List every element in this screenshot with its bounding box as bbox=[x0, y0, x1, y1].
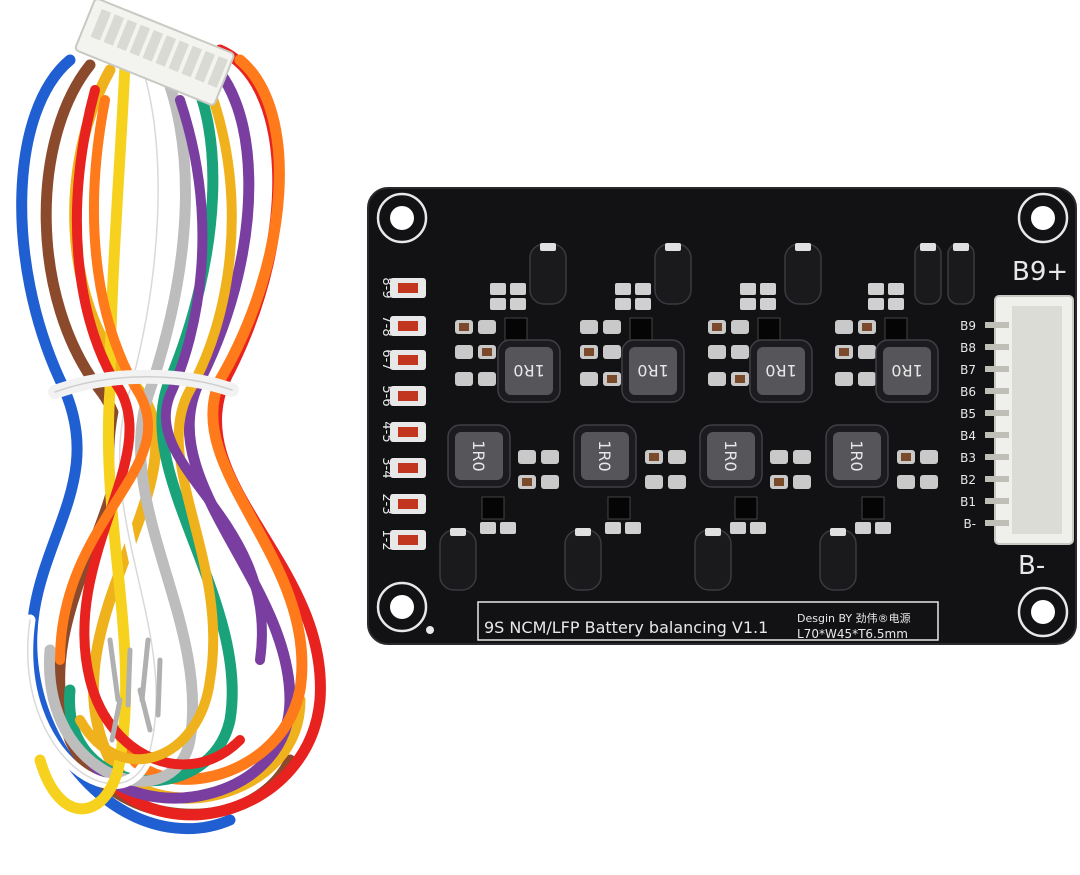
inductor-label: 1R0 bbox=[847, 440, 866, 471]
led-column bbox=[390, 278, 426, 550]
led-label: 1-2 bbox=[379, 529, 394, 550]
led-label: 2-3 bbox=[379, 493, 394, 514]
led-label: 3-4 bbox=[379, 457, 394, 478]
pin-label: B4 bbox=[960, 429, 976, 443]
inductor: 1R0 bbox=[497, 339, 561, 403]
designer-credit: Desgin BY 劲伟®电源 bbox=[797, 611, 911, 625]
mounting-hole bbox=[1017, 586, 1069, 638]
smd-capacitor-group bbox=[439, 243, 975, 591]
negative-terminal-label: B- bbox=[1018, 551, 1045, 581]
pin-label: B5 bbox=[960, 407, 976, 421]
pcb-board: 8-9 7-8 6-7 5-6 4-5 3-4 2-3 1-2 bbox=[367, 187, 1077, 645]
inductor: 1R0 bbox=[447, 424, 511, 488]
led-label: 4-5 bbox=[379, 421, 394, 442]
pin-label: B9 bbox=[960, 319, 976, 333]
inductor-label: 1R0 bbox=[637, 361, 668, 380]
inductor: 1R0 bbox=[699, 424, 763, 488]
inductor-label: 1R0 bbox=[721, 440, 740, 471]
pin-label: B2 bbox=[960, 473, 976, 487]
inductor-label: 1R0 bbox=[891, 361, 922, 380]
pin-label: B1 bbox=[960, 495, 976, 509]
pin-label: B7 bbox=[960, 363, 976, 377]
mounting-hole bbox=[376, 192, 428, 244]
inductor: 1R0 bbox=[573, 424, 637, 488]
board-title: 9S NCM/LFP Battery balancing V1.1 bbox=[484, 618, 768, 637]
inductor: 1R0 bbox=[621, 339, 685, 403]
wire-harness bbox=[16, 44, 326, 835]
led-label: 7-8 bbox=[379, 315, 394, 336]
pin-label: B8 bbox=[960, 341, 976, 355]
inductor-label: 1R0 bbox=[595, 440, 614, 471]
mounting-hole bbox=[1017, 192, 1069, 244]
mounting-hole bbox=[376, 581, 428, 633]
inductor-label: 1R0 bbox=[469, 440, 488, 471]
wire-connector-plug bbox=[74, 0, 235, 106]
inductor: 1R0 bbox=[875, 339, 939, 403]
inductor: 1R0 bbox=[825, 424, 889, 488]
balance-connector bbox=[985, 295, 1074, 545]
inductor: 1R0 bbox=[749, 339, 813, 403]
pin-label: B6 bbox=[960, 385, 976, 399]
pin-label: B- bbox=[963, 517, 976, 531]
positive-terminal-label: B9+ bbox=[1012, 257, 1068, 287]
passive-components bbox=[455, 283, 938, 534]
board-dimensions: L70*W45*T6.5mm bbox=[797, 627, 908, 641]
pin-label: B3 bbox=[960, 451, 976, 465]
led-label: 8-9 bbox=[379, 277, 394, 298]
inductor-label: 1R0 bbox=[765, 361, 796, 380]
inductor-label: 1R0 bbox=[513, 361, 544, 380]
led-label: 5-6 bbox=[379, 385, 394, 406]
led-label: 6-7 bbox=[379, 349, 394, 370]
